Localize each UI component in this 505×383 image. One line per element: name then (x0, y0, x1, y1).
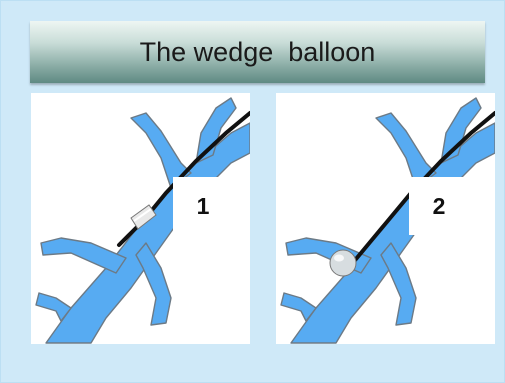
title-banner: The wedge balloon (30, 21, 485, 83)
balloon-deflated (130, 204, 157, 230)
slide-title: The wedge balloon (139, 36, 376, 67)
diagram-panel-1: 1 (31, 93, 250, 344)
panel-number-box-2: 2 (409, 177, 469, 235)
panel-number-1: 1 (196, 192, 210, 219)
panel-number-2: 2 (432, 192, 446, 219)
panel-number-box-1: 1 (173, 177, 233, 235)
balloon-inflated (329, 249, 357, 277)
diagram-panel-2: 2 (276, 93, 495, 344)
